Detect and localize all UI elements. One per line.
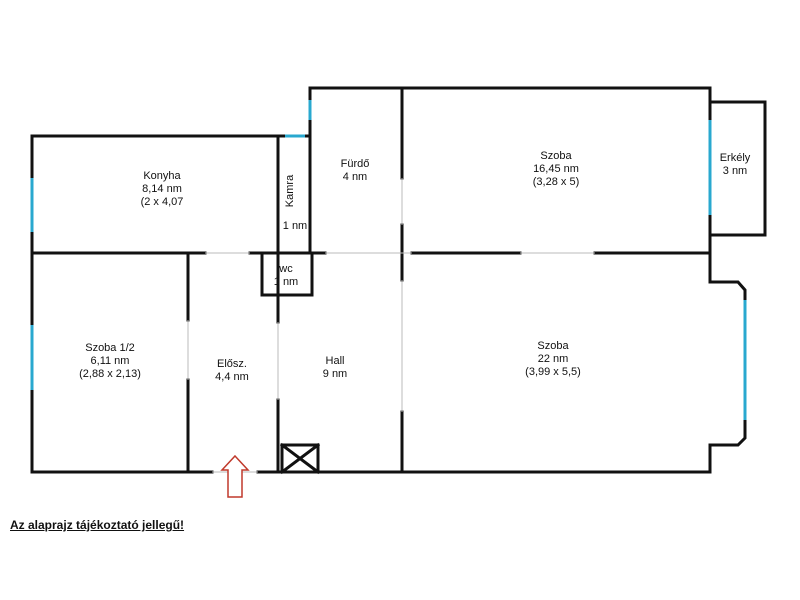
room-konyha-dims: (2 x 4,07 — [140, 196, 184, 208]
room-konyha-name: Konyha — [143, 170, 181, 182]
room-hall-name: Hall — [325, 355, 345, 367]
room-szoba-top: Szoba 16,45 nm (3,28 x 5) — [533, 150, 579, 189]
room-wc-name: wc — [279, 263, 293, 275]
disclaimer-text: Az alaprajz tájékoztató jellegű! — [10, 518, 185, 532]
room-szoba-bottom-name: Szoba — [537, 340, 569, 352]
room-szoba-top-name: Szoba — [540, 150, 572, 162]
room-kamra-area: 1 nm — [282, 220, 308, 232]
room-erkely-name: Erkély — [719, 152, 751, 164]
room-szoba-half-area: 6,11 nm — [90, 355, 130, 367]
room-kamra-name: Kamra — [284, 174, 297, 208]
room-hall-area: 9 nm — [322, 368, 348, 380]
room-furdo-area: 4 nm — [342, 171, 368, 183]
room-szoba-bottom-area: 22 nm — [537, 353, 569, 365]
room-erkely-area: 3 nm — [722, 165, 748, 177]
room-wc: wc 1 nm — [274, 263, 298, 289]
room-hall: Hall 9 nm — [323, 355, 347, 381]
room-szoba-bottom-dims: (3,99 x 5,5) — [525, 366, 581, 378]
room-szoba-half-dims: (2,88 x 2,13) — [79, 368, 141, 380]
room-furdo-name: Fürdő — [340, 158, 370, 170]
room-eloszoba-area: 4,4 nm — [215, 371, 249, 383]
wall-wc — [260, 251, 314, 297]
room-szoba-top-dims: (3,28 x 5) — [532, 176, 580, 188]
room-szoba-bottom: Szoba 22 nm (3,99 x 5,5) — [525, 340, 581, 379]
room-szoba-half-name: Szoba 1/2 — [85, 342, 135, 354]
room-eloszoba: Elősz. 4,4 nm — [215, 358, 249, 384]
wall-balcony — [708, 100, 767, 237]
room-furdo: Fürdő 4 nm — [341, 158, 370, 184]
room-eloszoba-name: Elősz. — [217, 358, 247, 370]
entrance-arrow-icon — [220, 454, 250, 498]
shaft-x-icon — [280, 443, 320, 474]
room-konyha-area: 8,14 nm — [142, 183, 182, 195]
wall-outer-right-lower — [708, 250, 747, 474]
room-konyha: Konyha 8,14 nm (2 x 4,07 — [141, 170, 184, 209]
room-erkely: Erkély 3 nm — [720, 152, 751, 178]
room-wc-area: 1 nm — [273, 276, 299, 288]
room-szoba-top-area: 16,45 nm — [533, 163, 579, 175]
room-szoba-half: Szoba 1/2 6,11 nm (2,88 x 2,13) — [79, 342, 141, 381]
